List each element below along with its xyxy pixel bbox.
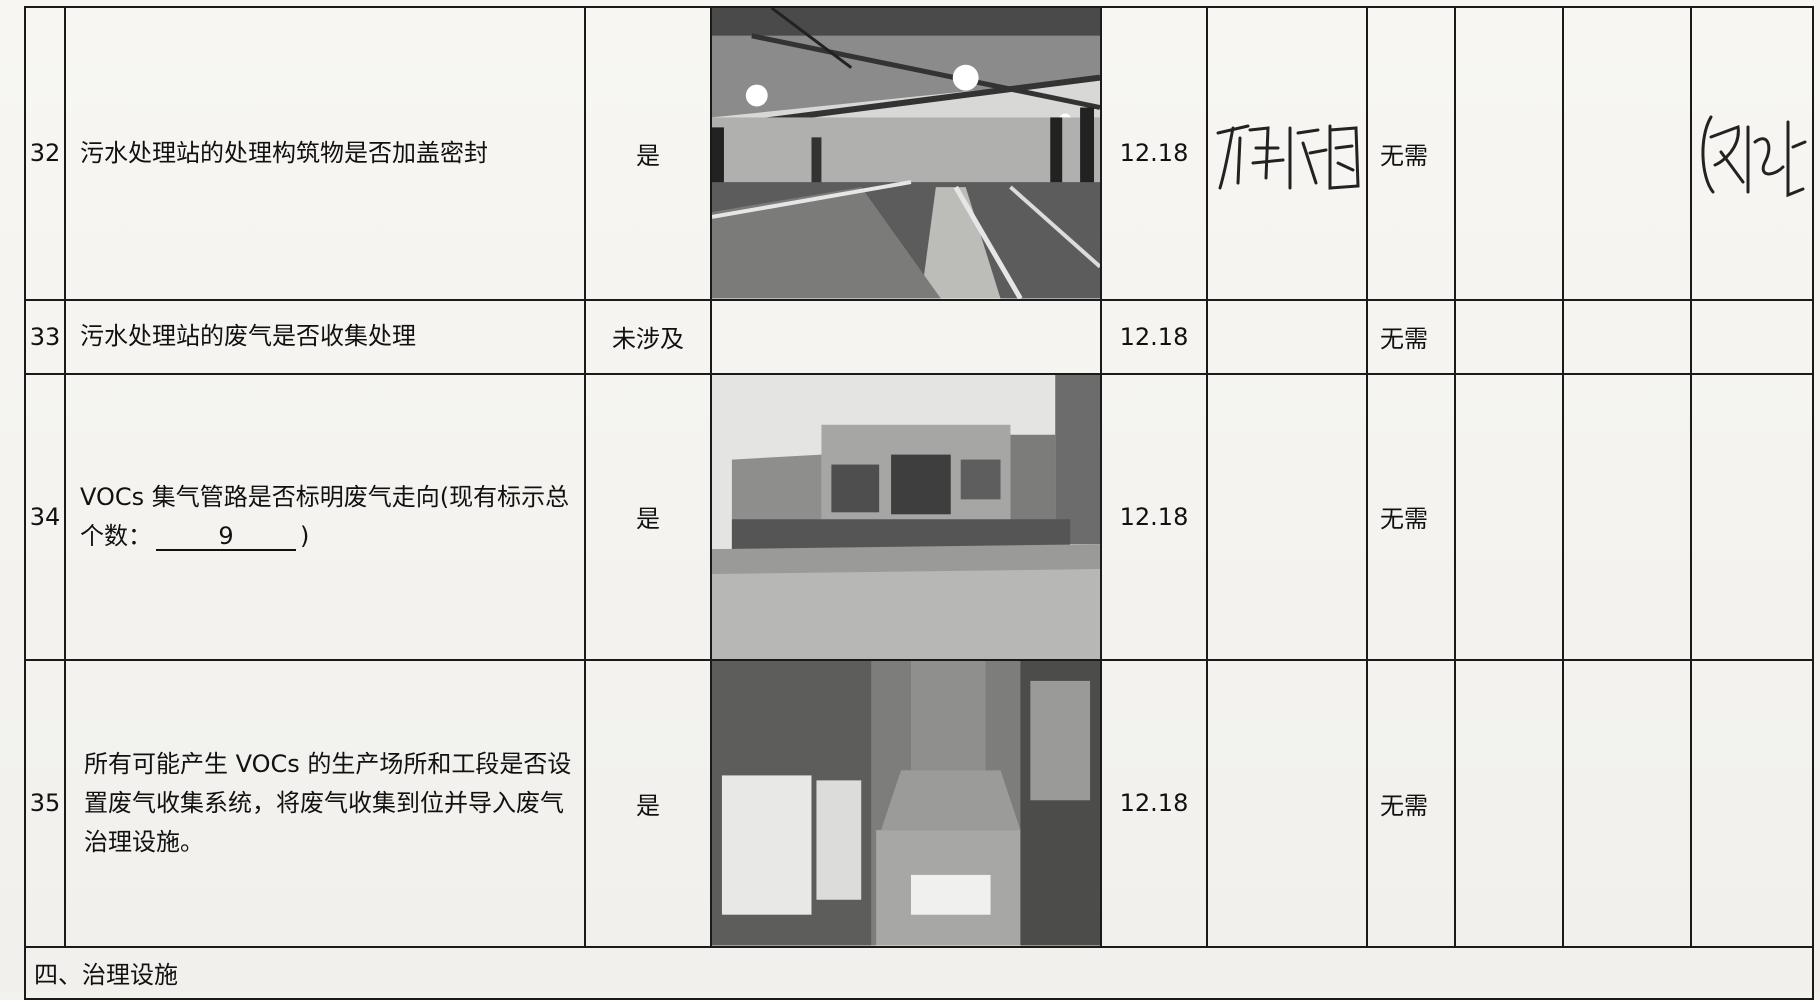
check-item: 污水处理站的废气是否收集处理 (64, 298, 586, 375)
blank-cell (1690, 372, 1814, 662)
signature-cell (1206, 659, 1368, 948)
blank-cell (1454, 6, 1564, 301)
table-row: 33 污水处理站的废气是否收集处理 未涉及 12.18 无需 (24, 298, 1814, 375)
section-row: 四、治理设施 (24, 945, 1814, 1000)
row-number: 35 (24, 659, 66, 948)
exhaust-hood-photo (710, 659, 1102, 948)
check-item: 所有可能产生 VOCs 的生产场所和工段是否设置废气收集系统，将废气收集到位并导… (64, 659, 586, 948)
blank-cell (1562, 6, 1692, 301)
treatment-tank-photo (710, 6, 1102, 301)
factory-building-photo (710, 372, 1102, 662)
blank-cell (1562, 659, 1692, 948)
marker-count-value: 9 (156, 522, 296, 552)
row-number: 34 (24, 372, 66, 662)
date-cell: 12.18 (1100, 6, 1208, 301)
check-item: VOCs 集气管路是否标明废气走向(现有标示总个数：9) (64, 372, 586, 662)
answer-cell: 是 (584, 659, 712, 948)
table-row: 34 VOCs 集气管路是否标明废气走向(现有标示总个数：9) 是 12.18 … (24, 372, 1814, 662)
check-item-text: VOCs 集气管路是否标明废气走向(现有标示总个数： (80, 482, 570, 550)
blank-cell (1690, 659, 1814, 948)
answer-cell: 是 (584, 6, 712, 301)
handwritten-signature (1216, 124, 1360, 190)
date-cell: 12.18 (1100, 372, 1208, 662)
date-cell: 12.18 (1100, 298, 1208, 375)
photo-cell-empty (710, 298, 1102, 375)
check-item-suffix: ) (300, 521, 310, 550)
inspection-table: 32 污水处理站的处理构筑物是否加盖密封 是 (24, 6, 1814, 1000)
blank-cell (1562, 372, 1692, 662)
row-number: 32 (24, 6, 66, 301)
blank-cell (1454, 298, 1564, 375)
check-item: 污水处理站的处理构筑物是否加盖密封 (64, 6, 586, 301)
table-row: 35 所有可能产生 VOCs 的生产场所和工段是否设置废气收集系统，将废气收集到… (24, 659, 1814, 948)
rectification-cell: 无需 (1366, 372, 1456, 662)
row-number: 33 (24, 298, 66, 375)
signature-cell (1206, 6, 1368, 301)
signature-cell (1206, 372, 1368, 662)
signature-cell (1690, 6, 1814, 301)
rectification-cell: 无需 (1366, 6, 1456, 301)
answer-cell: 未涉及 (584, 298, 712, 375)
signature-cell (1206, 298, 1368, 375)
rectification-cell: 无需 (1366, 659, 1456, 948)
answer-cell: 是 (584, 372, 712, 662)
blank-cell (1562, 298, 1692, 375)
handwritten-signature (1701, 115, 1807, 198)
section-title: 四、治理设施 (24, 945, 1814, 1000)
table-row: 32 污水处理站的处理构筑物是否加盖密封 是 (24, 6, 1814, 301)
date-cell: 12.18 (1100, 659, 1208, 948)
blank-cell (1690, 298, 1814, 375)
blank-cell (1454, 372, 1564, 662)
rectification-cell: 无需 (1366, 298, 1456, 375)
blank-cell (1454, 659, 1564, 948)
